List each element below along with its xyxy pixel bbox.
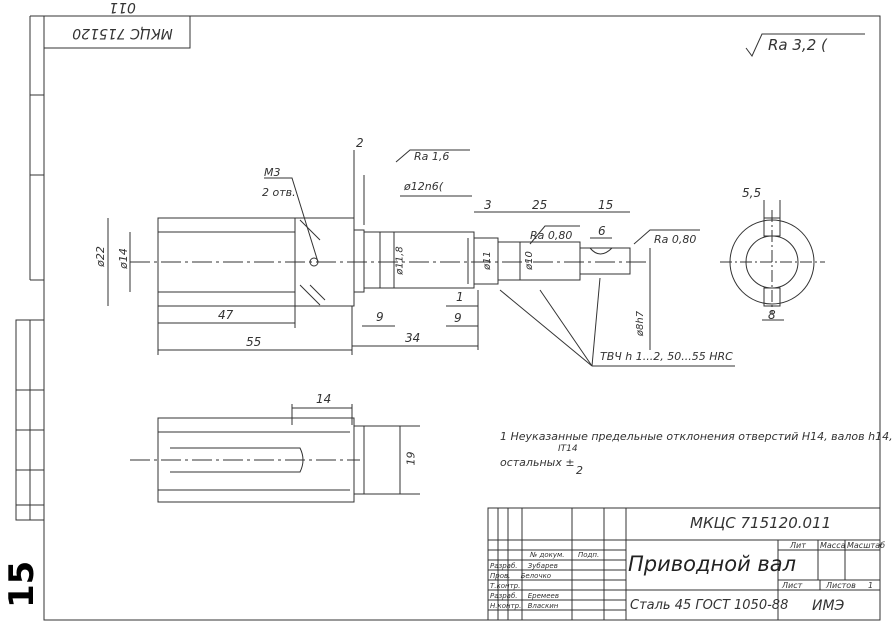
tb-scale: Масштаб bbox=[847, 541, 886, 550]
dim-d22: ø22 bbox=[93, 246, 107, 267]
doc-code: МКЦС 715120.011 bbox=[690, 514, 832, 532]
dim-9b: 9 bbox=[454, 311, 462, 325]
shaft-detail-view bbox=[130, 417, 420, 503]
dim-47: 47 bbox=[218, 308, 234, 322]
material: Сталь 45 ГОСТ 1050-88 bbox=[630, 598, 789, 613]
dim-1: 1 bbox=[456, 290, 464, 304]
dim-d8h7: ø8h7 bbox=[635, 310, 647, 337]
tb-head-nodoc: № докум. bbox=[530, 551, 565, 559]
section-view bbox=[720, 210, 825, 314]
tb-head-sign: Подп. bbox=[578, 551, 600, 559]
dim-s14: 14 bbox=[316, 392, 332, 406]
dim-3: 3 bbox=[484, 198, 492, 212]
dim-s19: 19 bbox=[404, 451, 418, 466]
dim-m3: M3 bbox=[264, 166, 281, 179]
dim-55: 55 bbox=[246, 335, 262, 349]
dim-s55: 5,5 bbox=[742, 186, 762, 200]
dim-d10: ø10 bbox=[523, 251, 535, 270]
title-block bbox=[487, 507, 881, 621]
dim-tvch: ТВЧ h 1...2, 50...55 HRC bbox=[600, 350, 733, 363]
dim-d14: ø14 bbox=[116, 248, 130, 269]
note-two: 2 bbox=[576, 464, 583, 477]
shaft-main-view bbox=[130, 217, 650, 307]
note-line2: остальных ± bbox=[500, 456, 575, 469]
part-name: Приводной вал bbox=[628, 552, 797, 576]
tb-mass: Масса bbox=[820, 541, 846, 550]
drawing-frame bbox=[43, 15, 881, 621]
note-it14: IT14 bbox=[558, 444, 578, 454]
dim-9a: 9 bbox=[376, 310, 384, 324]
dim-6: 6 bbox=[598, 224, 606, 238]
tb-rows: Разраб. Зубарев Пров. Белочко Т.контр. Р… bbox=[490, 562, 559, 610]
top-stamp-text: МКЦС 715120 011 bbox=[72, 0, 173, 41]
dim-m3-holes: 2 отв. bbox=[262, 186, 296, 199]
dim-ra080b: Ra 0,80 bbox=[654, 233, 697, 246]
note-line1: 1 Неуказанные предельные отклонения отве… bbox=[500, 430, 892, 443]
tb-sheet: Лист bbox=[782, 581, 803, 590]
org: ИМЭ bbox=[812, 598, 845, 614]
top-stamp-box bbox=[43, 15, 191, 49]
dim-ra080a: Ra 0,80 bbox=[530, 229, 573, 242]
dim-d11: ø11 bbox=[481, 251, 493, 270]
page-number: 15 bbox=[2, 560, 42, 608]
dim-2: 2 bbox=[356, 136, 364, 150]
dim-ra16: Ra 1,6 bbox=[414, 150, 450, 163]
dim-25: 25 bbox=[532, 198, 548, 212]
general-roughness: Ra 3,2 ( bbox=[768, 36, 827, 54]
tb-sheets: Листов bbox=[826, 581, 856, 590]
tb-sheets-val: 1 bbox=[868, 581, 874, 590]
dim-34: 34 bbox=[405, 331, 421, 345]
dim-s8: 8 bbox=[768, 308, 776, 322]
dim-d12: ø12n6( bbox=[404, 180, 443, 193]
dim-15: 15 bbox=[598, 198, 614, 212]
dim-d118: ø11,8 bbox=[394, 246, 406, 275]
tb-lit: Лит bbox=[790, 541, 806, 550]
